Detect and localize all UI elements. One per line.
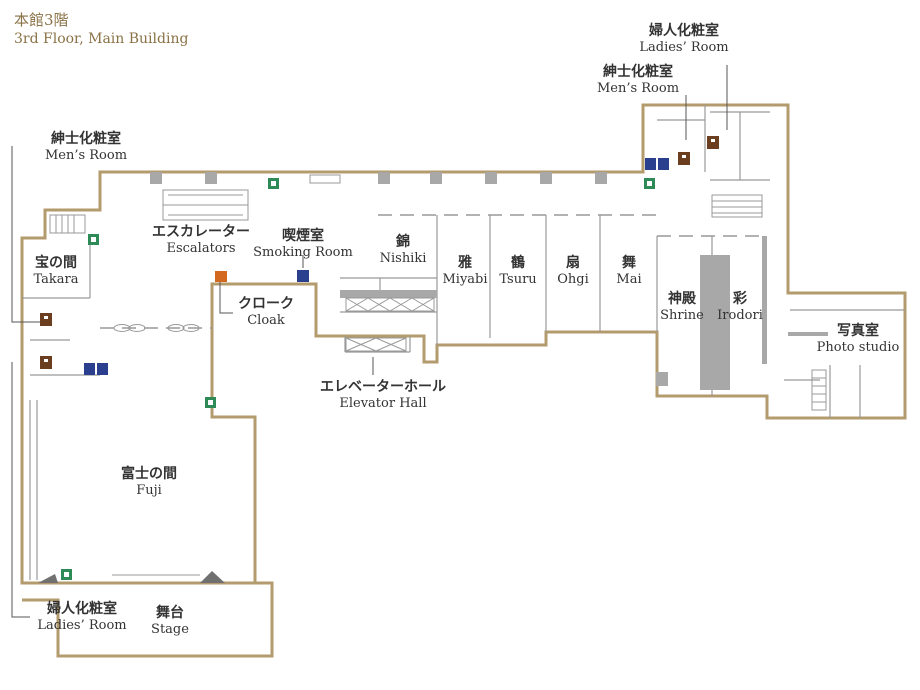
stage-steps: [38, 571, 225, 583]
chain-divider: [113, 324, 200, 332]
smoking-icon: [297, 270, 309, 282]
structural-walls: [150, 172, 828, 390]
movable-partitions: [100, 214, 767, 329]
stage-outline: [22, 581, 274, 658]
leader-lines: [11, 65, 728, 618]
restroom-icons: [40, 136, 719, 369]
escalators: [162, 189, 249, 221]
stairs: [49, 174, 827, 411]
elevators: [345, 297, 435, 352]
floor-title-jp: 本館3階: [14, 11, 69, 29]
floor-title: 本館3階 3rd Floor, Main Building: [14, 10, 188, 49]
floor-title-en: 3rd Floor, Main Building: [14, 31, 189, 48]
building-outline: [20, 103, 907, 585]
cloakroom-icon: [215, 271, 227, 282]
accessible-restroom-icons: [84, 158, 669, 375]
emergency-exit-icons: [61, 178, 655, 580]
